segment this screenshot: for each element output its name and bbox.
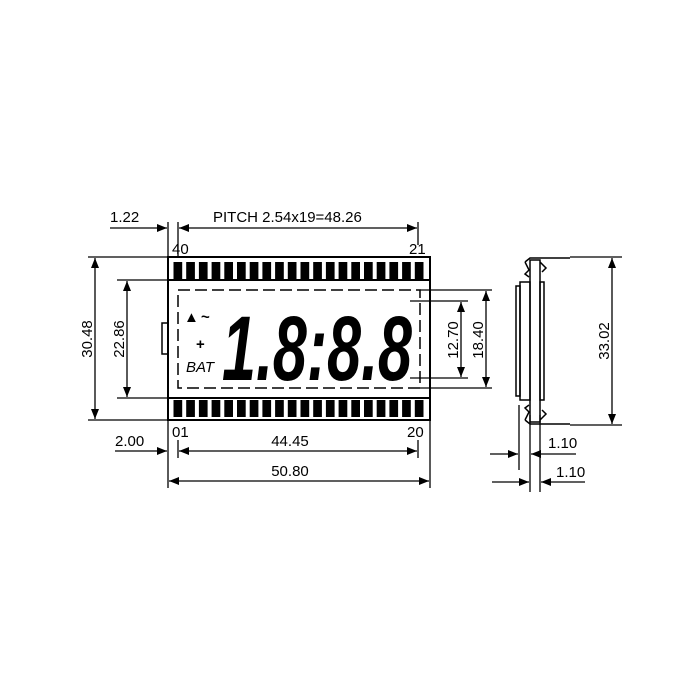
dim-view-area-height: 18.40 bbox=[470, 321, 487, 359]
pin bbox=[325, 400, 335, 417]
dim-lead-offset: 1.22 bbox=[110, 209, 139, 226]
lcd-front-view bbox=[161, 256, 431, 421]
pin bbox=[287, 400, 297, 417]
pin bbox=[262, 400, 272, 417]
pin bbox=[186, 262, 195, 279]
pin bbox=[364, 262, 373, 279]
pin bbox=[249, 262, 259, 279]
dim-side-thickness-2: 1.10 bbox=[556, 464, 585, 481]
pin bbox=[414, 400, 424, 417]
dim-pin-edge-offset: 2.00 bbox=[115, 433, 144, 450]
plus-symbol: + bbox=[196, 336, 205, 353]
dim-side-thickness-1: 1.10 bbox=[548, 435, 577, 452]
pin bbox=[414, 262, 424, 279]
pin bbox=[211, 400, 221, 417]
pin bbox=[237, 400, 246, 417]
dim-view-height: 22.86 bbox=[111, 320, 128, 358]
pin bbox=[325, 262, 335, 279]
dim-overall-width: 50.80 bbox=[271, 463, 309, 480]
pin bbox=[173, 400, 183, 417]
pin bbox=[338, 400, 348, 417]
pin bbox=[287, 262, 297, 279]
pin bbox=[224, 262, 233, 279]
pin bbox=[351, 262, 360, 279]
dim-digit-height: 12.70 bbox=[445, 321, 462, 359]
pin bbox=[249, 400, 259, 417]
lcd-side-view bbox=[515, 257, 570, 425]
pin bbox=[402, 262, 411, 279]
side-tab bbox=[161, 322, 169, 355]
pin bbox=[198, 262, 208, 279]
pin-label-20: 20 bbox=[407, 424, 424, 441]
dim-pin-span: 44.45 bbox=[271, 433, 309, 450]
pin bbox=[376, 400, 386, 417]
pin bbox=[313, 262, 322, 279]
pin bbox=[376, 262, 386, 279]
pin bbox=[351, 400, 360, 417]
bat-label: BAT bbox=[186, 359, 216, 376]
pin bbox=[262, 262, 272, 279]
pin-row-bottom bbox=[173, 400, 424, 417]
pin bbox=[402, 400, 411, 417]
pin bbox=[300, 400, 310, 417]
dim-pitch: PITCH 2.54x19=48.26 bbox=[213, 209, 362, 226]
pin bbox=[224, 400, 233, 417]
pin bbox=[198, 400, 208, 417]
pin bbox=[364, 400, 373, 417]
dimension-lines bbox=[88, 222, 622, 492]
pin bbox=[186, 400, 195, 417]
pin-label-21: 21 bbox=[409, 241, 426, 258]
dim-side-height: 33.02 bbox=[596, 322, 613, 360]
pin bbox=[389, 262, 399, 279]
viewing-area bbox=[177, 289, 421, 389]
pin bbox=[275, 400, 284, 417]
pin bbox=[300, 262, 310, 279]
arrow-symbol: ▲ bbox=[184, 309, 199, 326]
pin bbox=[237, 262, 246, 279]
pin bbox=[313, 400, 322, 417]
pin bbox=[389, 400, 399, 417]
pin bbox=[173, 262, 183, 279]
lcd-digits: 1.8:8.8 bbox=[222, 298, 413, 400]
dim-overall-height: 30.48 bbox=[79, 320, 96, 358]
pin-label-01: 01 bbox=[172, 424, 189, 441]
pin-label-40: 40 bbox=[172, 241, 189, 258]
pin bbox=[211, 262, 221, 279]
ac-symbol: ~ bbox=[201, 309, 210, 326]
pin-row-top bbox=[173, 262, 424, 279]
pin bbox=[275, 262, 284, 279]
pin bbox=[338, 262, 348, 279]
